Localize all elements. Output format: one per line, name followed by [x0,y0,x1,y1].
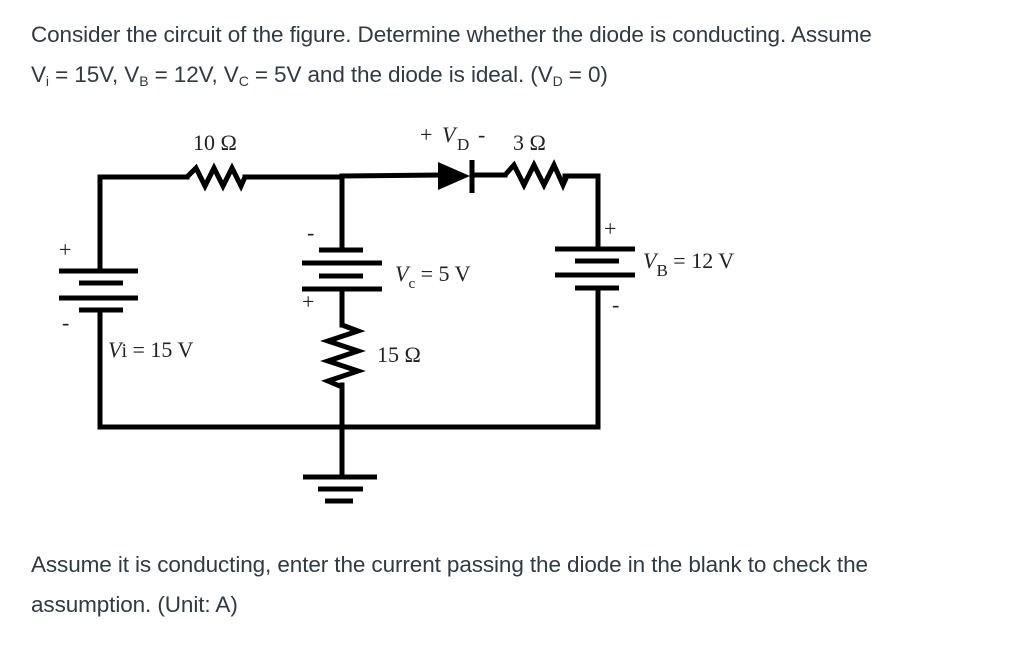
vc-label-subscript: c [408,276,415,292]
vc-plus-sign: + [302,289,314,314]
vb-minus-sign: - [612,292,619,317]
vb-label-symbol: V [643,248,659,273]
vi-label: Vi = 15 V [108,337,194,362]
vb-label: VB = 12 V [643,248,734,280]
vi-label-symbol: V [108,337,124,362]
battery-vc [302,247,382,292]
resistor-3-ohm [503,159,570,192]
vi-label-subscript: i [121,340,127,362]
vi-plus-sign: + [59,237,71,262]
vc-minus-sign: - [307,220,314,245]
diode-triangle [438,162,470,190]
vc-symbol: V [223,62,239,87]
vi-label-value: = 15 V [127,337,194,362]
question-line-2: Vi = 15V, VB = 12V, VC = 5V and the diod… [31,55,872,95]
vc-label: Vc = 5 V [395,261,471,292]
diode-vd-label: V [442,122,458,147]
vi-subscript: i [45,73,49,89]
vb-label-subscript: B [656,261,667,280]
battery-vi [59,268,138,313]
vb-subscript: B [139,73,149,89]
diode [438,160,475,193]
diode-vd-subscript: D [457,135,469,154]
vc-label-symbol: V [395,261,411,286]
wire-left-top [97,174,190,274]
vb-plus-sign: + [604,216,616,241]
vi-value: = 15V, [48,62,125,87]
vd-value: = 0) [562,62,608,87]
vb-label-value: = 12 V [668,248,735,273]
resistor-15-ohm [320,322,366,390]
vc-label-value: = 5 V [415,261,471,286]
wires [97,172,601,480]
wire-vi-bottom [97,307,345,430]
wire-r2-to-vb [562,173,601,252]
prompt-line-2: assumption. (Unit: A) [31,592,238,617]
vc-value: = 5V and the diode is ideal. ( [248,62,538,87]
question-line-1: Consider the circuit of the figure. Dete… [31,22,872,47]
vb-symbol: V [124,62,140,87]
vd-symbol: V [537,62,553,87]
vi-minus-sign: - [62,310,69,335]
prompt-line-1: Assume it is conducting, enter the curre… [31,552,868,577]
r3-label: 15 Ω [377,342,421,367]
vb-value: = 12V, [148,62,224,87]
vi-symbol: V [31,62,46,87]
r1-label: 10 Ω [193,130,237,155]
ground-icon [303,474,377,504]
battery-vb [555,246,635,291]
wire-vb-bottom [339,285,601,430]
resistor-10-ohm [185,162,248,192]
diode-plus-label: + [420,122,432,147]
diode-minus-label: - [478,122,485,147]
r2-label: 3 Ω [513,130,546,155]
prompt-text: Assume it is conducting, enter the curre… [31,545,868,625]
wire-junction-to-diode [339,172,443,179]
question-text: Consider the circuit of the figure. Dete… [31,15,872,95]
vc-subscript: C [238,73,249,89]
vd-subscript: D [552,73,563,89]
